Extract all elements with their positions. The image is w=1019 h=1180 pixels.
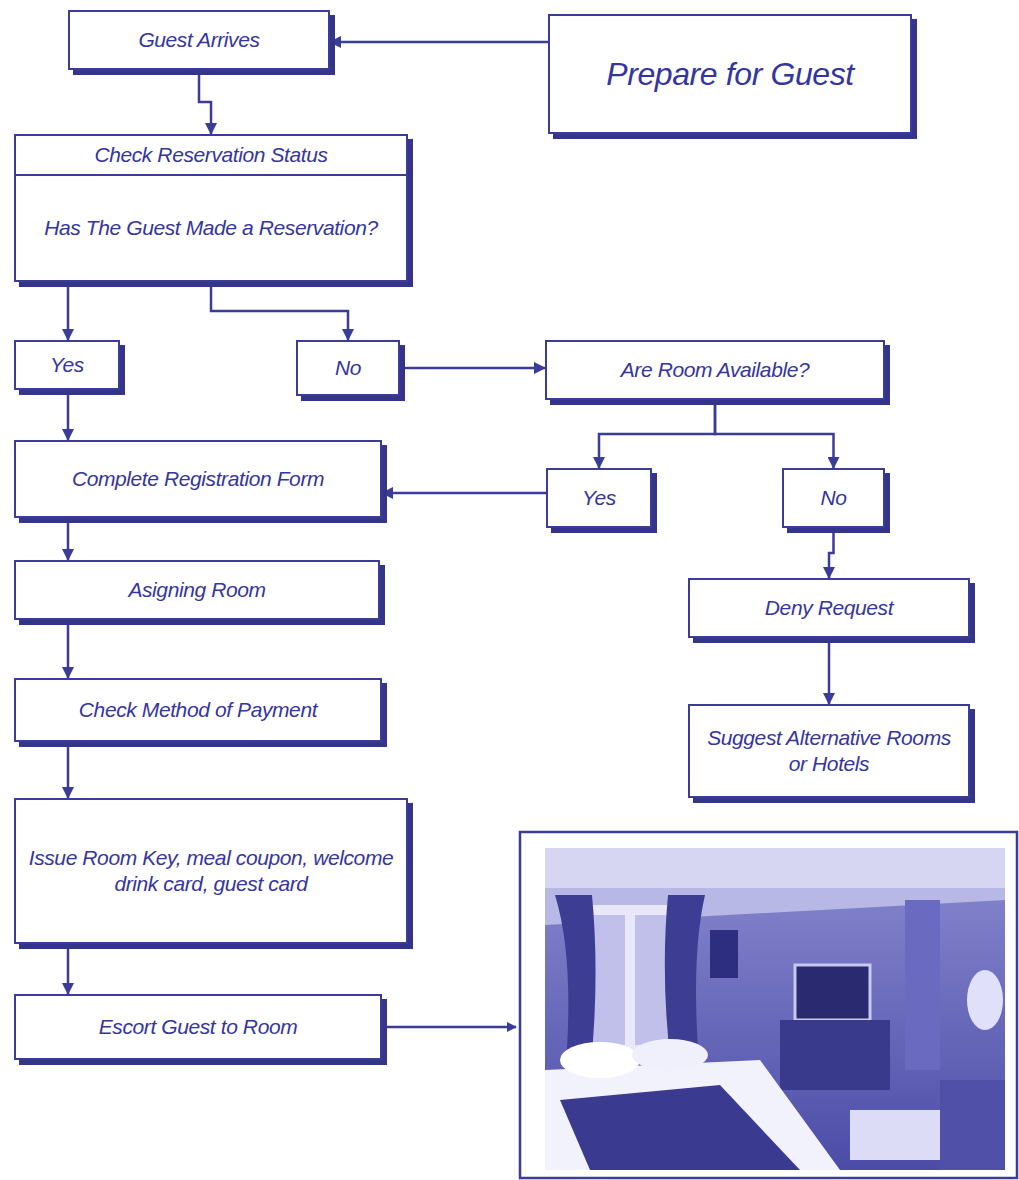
- process-box: Issue Room Key, meal coupon, welcome dri…: [14, 798, 408, 944]
- box-label: Check Method of Payment: [16, 691, 380, 729]
- prepare-box: Prepare for Guest: [548, 14, 912, 134]
- box-label: Suggest Alternative Rooms or Hotels: [690, 719, 968, 784]
- photo-arrow: [384, 1026, 516, 1029]
- flow-arrow: [67, 518, 70, 560]
- flow-arrow: [211, 282, 348, 340]
- process-box: Check Method of Payment: [14, 678, 382, 742]
- box-label: No: [298, 349, 398, 387]
- yes-box: Yes: [546, 468, 652, 528]
- box-label: Yes: [16, 346, 118, 384]
- flow-arrow: [67, 742, 70, 798]
- yes-box: Yes: [14, 340, 120, 390]
- flow-arrow: [330, 41, 548, 44]
- flow-arrow: [67, 282, 70, 340]
- box-label: Deny Request: [690, 589, 968, 627]
- process-box: Deny Request: [688, 578, 970, 638]
- flow-arrow: [829, 528, 834, 578]
- box-label: Issue Room Key, meal coupon, welcome dri…: [16, 839, 406, 904]
- box-label: Prepare for Guest: [550, 48, 910, 100]
- bedroom-picture: [545, 848, 1005, 1170]
- flow-arrow: [67, 620, 70, 678]
- flow-arrow: [382, 492, 546, 495]
- start-box: Guest Arrives: [68, 10, 330, 70]
- box-label: No: [784, 479, 883, 517]
- process-box: Escort Guest to Room: [14, 994, 382, 1060]
- decision-box: Check Reservation StatusHas The Guest Ma…: [14, 134, 408, 282]
- box-label: Are Room Available?: [547, 351, 883, 389]
- box-body: Has The Guest Made a Reservation?: [16, 176, 406, 280]
- flow-arrow: [400, 367, 545, 370]
- decision-box: Are Room Available?: [545, 340, 885, 400]
- box-label: Yes: [548, 479, 650, 517]
- box-label: Check Reservation Status: [16, 136, 406, 176]
- no-box: No: [296, 340, 400, 396]
- process-box: Complete Registration Form: [14, 440, 382, 518]
- flow-arrow: [67, 390, 70, 440]
- flow-arrow: [199, 70, 211, 134]
- flow-arrow: [67, 944, 70, 994]
- box-label: Guest Arrives: [70, 21, 328, 59]
- flow-arrow: [828, 638, 831, 704]
- process-box: Suggest Alternative Rooms or Hotels: [688, 704, 970, 798]
- no-box: No: [782, 468, 885, 528]
- flow-arrow: [715, 400, 834, 468]
- process-box: Asigning Room: [14, 560, 380, 620]
- box-label: Asigning Room: [16, 571, 378, 609]
- box-label: Escort Guest to Room: [16, 1008, 380, 1046]
- box-label: Complete Registration Form: [16, 460, 380, 498]
- flow-arrow: [599, 400, 715, 468]
